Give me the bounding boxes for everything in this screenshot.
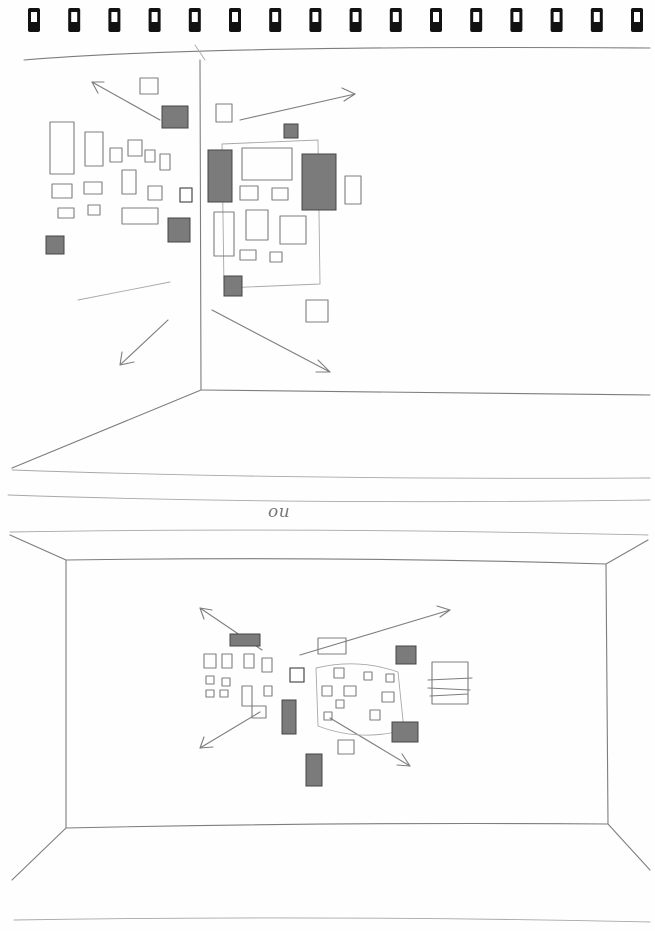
binding-ring-gap — [152, 12, 158, 22]
binding-ring-gap — [393, 12, 399, 22]
bottom-room-sketch — [10, 530, 650, 922]
floor-front-edge — [12, 470, 650, 478]
binding-ring-gap — [594, 12, 600, 22]
wall-frames — [204, 634, 472, 786]
spiral-binding — [28, 8, 643, 32]
flow-arrow — [120, 320, 168, 365]
binding-ring-gap — [192, 12, 198, 22]
left-wall-frames — [46, 78, 192, 300]
floor-line-right — [201, 390, 650, 395]
top-ceiling-line — [24, 48, 650, 61]
wall-top-line — [66, 559, 606, 564]
wall-floor-line — [66, 824, 608, 829]
right-wall-frames — [208, 104, 361, 322]
flow-arrow — [200, 712, 260, 748]
binding-ring-gap — [634, 12, 640, 22]
top-room-sketch — [8, 45, 650, 502]
ceiling-corner-left — [10, 535, 66, 560]
flow-arrow — [212, 310, 330, 372]
binding-ring-gap — [272, 12, 278, 22]
binding-ring-gap — [513, 12, 519, 22]
room-corner-line — [200, 60, 201, 390]
binding-ring-gap — [353, 12, 359, 22]
binding-ring-gap — [473, 12, 479, 22]
ceiling-corner-right — [606, 540, 648, 564]
flow-arrow — [240, 88, 355, 120]
floor-front-edge-bottom — [14, 918, 650, 922]
corner-top — [195, 45, 205, 60]
binding-ring-gap — [433, 12, 439, 22]
floor-corner-left — [12, 828, 66, 880]
floor-corner-right — [608, 824, 650, 870]
binding-ring-gap — [312, 12, 318, 22]
binding-ring-gap — [111, 12, 117, 22]
binding-ring-gap — [554, 12, 560, 22]
floor-lower-edge — [8, 495, 650, 502]
flow-arrow — [92, 82, 160, 120]
floor-line-left — [12, 390, 201, 468]
binding-ring-gap — [71, 12, 77, 22]
flow-arrow — [300, 606, 450, 655]
binding-ring-gap — [232, 12, 238, 22]
ceiling-edge — [10, 530, 648, 535]
separator-note: ou — [268, 502, 290, 522]
binding-ring-gap — [31, 12, 37, 22]
wall-right-line — [606, 564, 608, 824]
